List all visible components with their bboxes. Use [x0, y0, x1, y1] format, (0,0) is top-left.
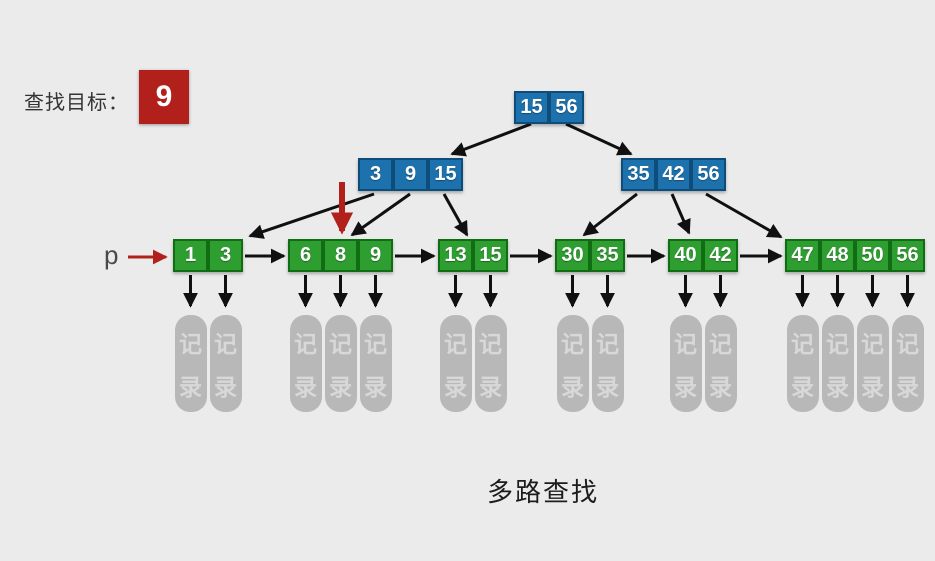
tree-edge: [248, 192, 375, 239]
record-capsule-char: 记: [479, 331, 502, 357]
root-node-key-15: 15: [514, 91, 549, 124]
record-capsule-char: 记: [214, 331, 237, 357]
leaf-node-2-key-9: 9: [358, 239, 393, 272]
record-capsule-char: 记: [861, 331, 884, 357]
record-capsule-char: 录: [329, 374, 352, 400]
record-capsule-char: 录: [179, 374, 202, 400]
leaf-node-3-key-15: 15: [473, 239, 508, 272]
search-target-value: 9: [155, 80, 173, 113]
leaf-node-1-key-1: 1: [173, 239, 208, 272]
internal-node-right-key-56: 56: [691, 158, 726, 191]
record-capsule-char: 记: [596, 331, 619, 357]
leaf-node-4-key-30: 30: [555, 239, 590, 272]
record-capsule-char: 录: [709, 374, 732, 400]
record-capsule: 记录: [474, 315, 507, 412]
tree-edge: [350, 192, 411, 237]
record-capsule-char: 录: [896, 374, 919, 400]
leaf-node-6-key-50: 50: [855, 239, 890, 272]
internal-node-left-key-3: 3: [358, 158, 393, 191]
leaf-node-6-key-47: 47: [785, 239, 820, 272]
leaf-node-6-key-56: 56: [890, 239, 925, 272]
record-capsule-char: 记: [294, 331, 317, 357]
record-capsule: 记录: [704, 315, 737, 412]
leaf-node-1-key-3: 3: [208, 239, 243, 272]
record-capsule-char: 记: [826, 331, 849, 357]
record-capsule: 记录: [821, 315, 854, 412]
record-capsule: 记录: [174, 315, 207, 412]
record-capsule: 记录: [324, 315, 357, 412]
record-capsule: 记录: [209, 315, 242, 412]
tree-edge: [705, 192, 783, 239]
leaf-node-2-key-6: 6: [288, 239, 323, 272]
leaf-node-5-key-42: 42: [703, 239, 738, 272]
leaf-node-4-key-35: 35: [590, 239, 625, 272]
internal-node-left-key-9: 9: [393, 158, 428, 191]
caption: 多路查找: [486, 477, 600, 507]
record-capsule-char: 记: [896, 331, 919, 357]
record-capsule-char: 录: [791, 374, 814, 400]
record-capsule-char: 录: [674, 374, 697, 400]
internal-node-right-key-35: 35: [621, 158, 656, 191]
tree-edge: [442, 193, 469, 237]
record-capsule-char: 记: [329, 331, 352, 357]
record-capsule-char: 录: [294, 374, 317, 400]
record-capsule-char: 录: [826, 374, 849, 400]
tree-edge: [670, 193, 691, 235]
record-capsule-char: 录: [861, 374, 884, 400]
leaf-node-2-key-8: 8: [323, 239, 358, 272]
record-capsule-char: 记: [444, 331, 467, 357]
record-capsule-char: 录: [364, 374, 387, 400]
record-capsule-char: 录: [444, 374, 467, 400]
record-capsule: 记录: [289, 315, 322, 412]
record-capsule-char: 记: [674, 331, 697, 357]
search-target-value-box: 9: [139, 70, 189, 124]
tree-edge: [450, 122, 532, 157]
record-capsule: 记录: [856, 315, 889, 412]
leaf-node-5-key-40: 40: [668, 239, 703, 272]
record-capsule: 记录: [359, 315, 392, 412]
record-capsule-char: 记: [709, 331, 732, 357]
record-capsule: 记录: [556, 315, 589, 412]
internal-node-right-key-42: 42: [656, 158, 691, 191]
search-target-label: 查找目标：: [24, 92, 129, 114]
internal-node-left-key-15: 15: [428, 158, 463, 191]
leaf-node-6-key-48: 48: [820, 239, 855, 272]
tree-edge: [565, 122, 633, 156]
record-capsule: 记录: [669, 315, 702, 412]
record-capsule-char: 记: [791, 331, 814, 357]
record-capsule: 记录: [439, 315, 472, 412]
leaf-node-3-key-13: 13: [438, 239, 473, 272]
tree-edge: [582, 192, 638, 237]
record-capsule: 记录: [891, 315, 924, 412]
record-capsule-char: 记: [364, 331, 387, 357]
record-capsule-char: 记: [179, 331, 202, 357]
pointer-label: p: [104, 240, 119, 270]
record-capsule-char: 记: [561, 331, 584, 357]
root-node-key-56: 56: [549, 91, 584, 124]
record-capsule-char: 录: [561, 374, 584, 400]
record-capsule: 记录: [591, 315, 624, 412]
record-capsule-char: 录: [214, 374, 237, 400]
record-capsule-char: 录: [479, 374, 502, 400]
record-capsule: 记录: [786, 315, 819, 412]
record-capsule-char: 录: [596, 374, 619, 400]
